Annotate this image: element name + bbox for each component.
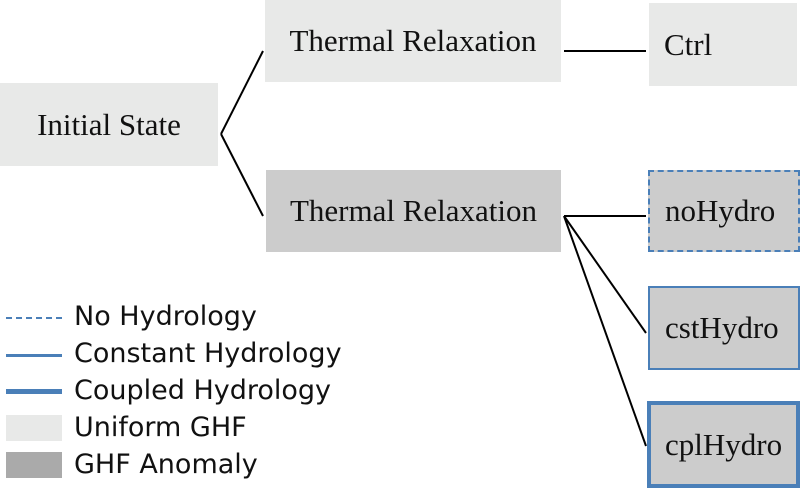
node-label: Thermal Relaxation [289,193,538,228]
legend-item-uniform-ghf: Uniform GHF [6,409,342,446]
legend-item-ghf-anomaly: GHF Anomaly [6,446,342,483]
node-label: Initial State [37,106,181,142]
edge-initial-relax-anomaly [220,133,264,217]
node-label: Ctrl [664,26,713,62]
legend-item-no-hydrology: No Hydrology [6,298,342,335]
light-fill-swatch [6,414,62,441]
legend-label: Uniform GHF [74,412,247,443]
node-nohydro: noHydro [648,170,800,252]
node-cplhydro: cplHydro [647,401,800,488]
thick-line-swatch [6,378,62,404]
solid-line-swatch [6,341,62,367]
dark-fill-swatch [6,451,62,478]
node-thermal-relaxation-uniform: Thermal Relaxation [265,0,561,82]
legend: No Hydrology Constant Hydrology Coupled … [6,298,342,483]
legend-label: No Hydrology [74,301,257,332]
node-label: cstHydro [665,310,779,345]
node-initial-state: Initial State [0,83,218,166]
edge-initial-relax-uniform [220,50,264,135]
node-thermal-relaxation-anomaly: Thermal Relaxation [266,170,561,252]
node-label: noHydro [665,193,776,228]
node-label: Thermal Relaxation [289,23,537,58]
legend-label: GHF Anomaly [74,449,258,480]
node-ctrl: Ctrl [649,3,797,86]
edge-relax-csthydro [563,215,647,334]
legend-label: Constant Hydrology [74,338,342,369]
dashed-line-swatch [6,304,62,330]
edge-relax-cplhydro [563,215,647,447]
node-label: cplHydro [665,426,783,462]
legend-item-coupled-hydrology: Coupled Hydrology [6,372,342,409]
legend-item-constant-hydrology: Constant Hydrology [6,335,342,372]
legend-label: Coupled Hydrology [74,375,332,406]
node-csthydro: cstHydro [648,286,800,370]
